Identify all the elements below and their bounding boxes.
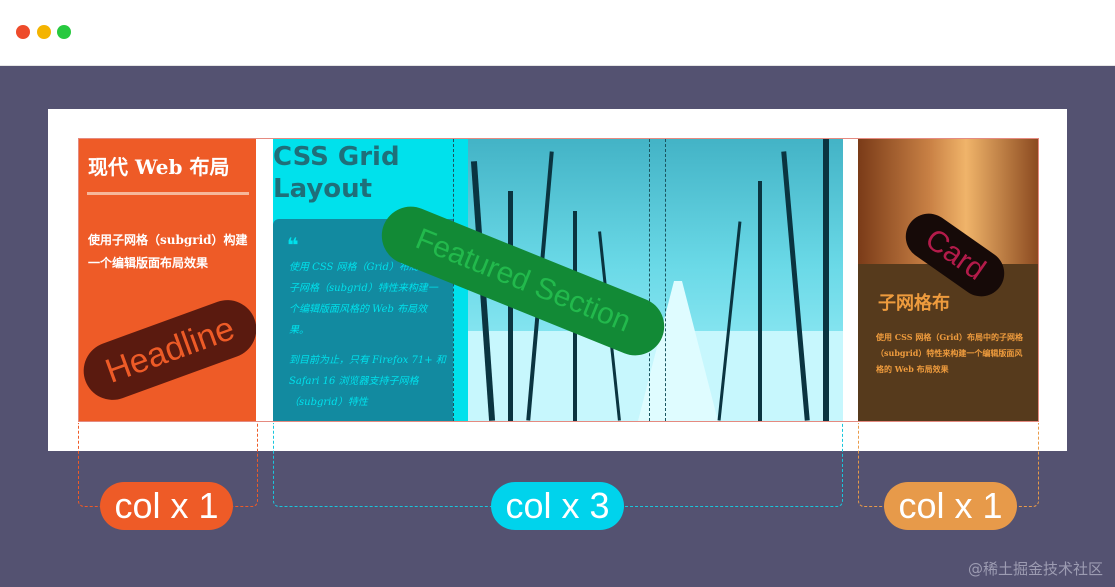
layout-canvas: 现代 Web 布局 使用子网格（subgrid）构建一个编辑版面布局效果 Hea…: [48, 109, 1067, 451]
card-column: 子网格布 使用 CSS 网格（Grid）布局中的子网格（subgrid）特性来构…: [858, 139, 1038, 421]
quote-paragraph-2: 到目前为止，只有 Firefox 71+ 和 Safari 16 浏览器支持子网…: [289, 355, 446, 408]
featured-title-line2: Layout: [273, 174, 373, 204]
col-span-label-left: col x 1: [100, 482, 233, 530]
featured-column: CSS Grid Layout ❝ 使用 CSS 网格（Grid）布局中的子网格…: [273, 139, 843, 421]
quote-icon: ❝: [287, 233, 299, 257]
headline-divider: [87, 192, 249, 195]
maximize-button[interactable]: [57, 25, 71, 39]
window-titlebar: [0, 0, 1115, 66]
minimize-button[interactable]: [37, 25, 51, 39]
close-button[interactable]: [16, 25, 30, 39]
tree-trunk: [823, 139, 829, 421]
card-body: 使用 CSS 网格（Grid）布局中的子网格（subgrid）特性来构建一个编辑…: [876, 332, 1023, 374]
grid-guide-line: [665, 139, 666, 421]
card-overlay: [858, 264, 1038, 421]
col-span-label-right: col x 1: [884, 482, 1017, 530]
headline-column: 现代 Web 布局 使用子网格（subgrid）构建一个编辑版面布局效果 Hea…: [78, 139, 256, 421]
tree-trunk: [758, 181, 762, 421]
featured-quote: 使用 CSS 网格（Grid）布局中的子网格（subgrid）特性来构建一个编辑…: [289, 257, 447, 421]
diagram-stage: 现代 Web 布局 使用子网格（subgrid）构建一个编辑版面布局效果 Hea…: [0, 66, 1115, 587]
headline-badge: Headline: [78, 291, 256, 409]
card-title: 子网格布: [878, 293, 950, 314]
headline-body: 使用子网格（subgrid）构建一个编辑版面布局效果: [88, 233, 248, 270]
grid-guide-line: [649, 139, 650, 421]
col-span-label-middle: col x 3: [491, 482, 624, 530]
headline-title: 现代 Web 布局: [88, 155, 230, 179]
watermark: @稀土掘金技术社区: [967, 560, 1103, 578]
quote-paragraph-1: 使用 CSS 网格（Grid）布局中的子网格（subgrid）特性来构建一个编辑…: [289, 262, 439, 336]
featured-title-line1: CSS Grid: [273, 142, 400, 172]
